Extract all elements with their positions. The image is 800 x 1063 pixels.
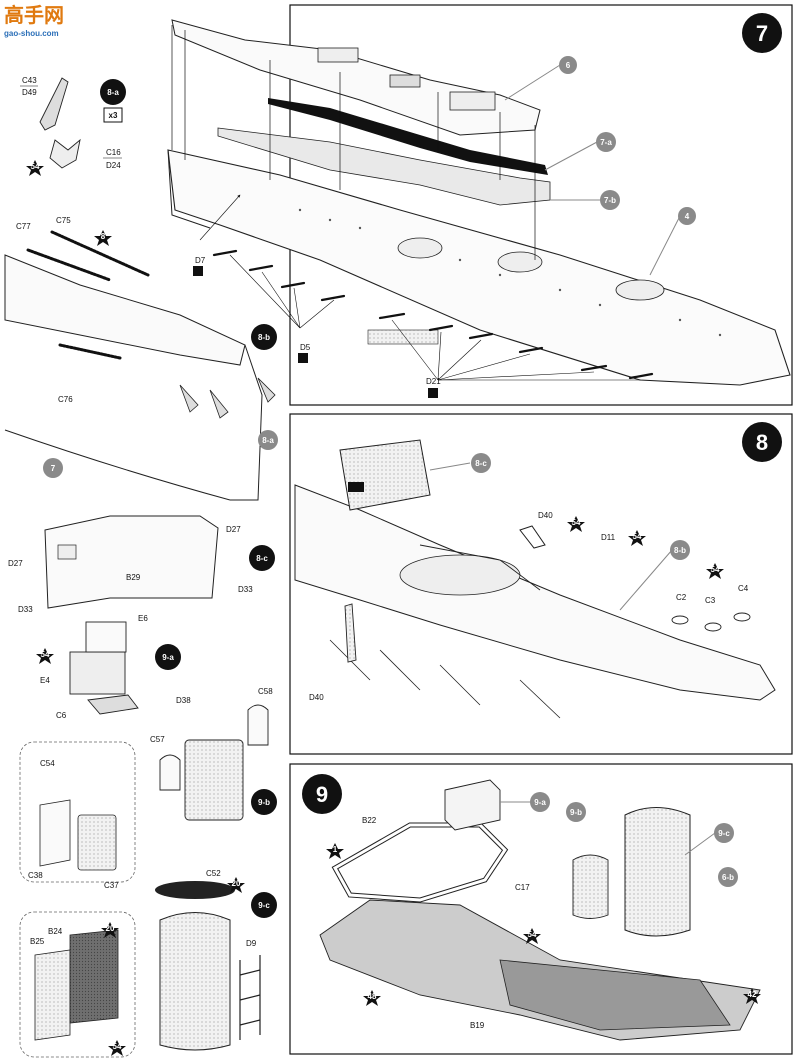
svg-text:54: 54 bbox=[711, 565, 720, 574]
substep-9a-label: 9-a bbox=[162, 653, 174, 662]
part-C43: C43 bbox=[22, 76, 37, 85]
part-D5: D5 bbox=[300, 343, 311, 352]
substep-9b-label: 9-b bbox=[258, 798, 270, 807]
svg-text:54: 54 bbox=[31, 162, 40, 171]
substep-8c: B29 D27 D27 D33 D33 8-c bbox=[8, 515, 275, 614]
svg-text:54: 54 bbox=[633, 532, 642, 541]
svg-text:48: 48 bbox=[368, 992, 377, 1001]
part-C52: C52 bbox=[206, 869, 221, 878]
callout-9b: 9-b bbox=[566, 802, 586, 822]
part-D24: D24 bbox=[106, 161, 121, 170]
callout-7b: 7-b bbox=[550, 190, 620, 210]
svg-text:9-a: 9-a bbox=[534, 798, 546, 807]
substep-9c: C52 20 9-c D9 B24 B25 20 54 bbox=[19, 869, 277, 1058]
callout-9c: 9-c bbox=[684, 823, 734, 856]
svg-text:8-a: 8-a bbox=[262, 436, 274, 445]
callout-8c: 8-c bbox=[429, 453, 491, 473]
callout-4: 4 bbox=[649, 207, 696, 276]
part-D49: D49 bbox=[22, 88, 37, 97]
part-D40-bottom: D40 bbox=[309, 693, 324, 702]
svg-text:6-b: 6-b bbox=[722, 873, 734, 882]
svg-text:4: 4 bbox=[685, 212, 690, 221]
substep-8c-label: 8-c bbox=[256, 554, 268, 563]
svg-text:54: 54 bbox=[41, 650, 50, 659]
watermark-url: gao-shou.com bbox=[4, 29, 59, 38]
part-D7: D7 bbox=[195, 256, 206, 265]
substep-9a: E6 E4 C6 54 9-a bbox=[36, 614, 181, 720]
watermark-title: 高手网 bbox=[4, 3, 64, 27]
svg-text:42: 42 bbox=[748, 990, 757, 999]
part-D33-right: D33 bbox=[238, 585, 253, 594]
callout-7a: 7-a bbox=[544, 132, 616, 171]
part-C17: C17 bbox=[515, 883, 530, 892]
svg-text:8-b: 8-b bbox=[674, 546, 686, 555]
svg-text:6: 6 bbox=[566, 61, 571, 70]
step-9-panel: 9 9-a 9-b 9-c 6-b B22 C17 bbox=[289, 763, 793, 1055]
svg-text:9-b: 9-b bbox=[570, 808, 582, 817]
part-D40-top: D40 bbox=[538, 511, 553, 520]
svg-text:8: 8 bbox=[101, 232, 106, 241]
svg-text:7: 7 bbox=[51, 464, 56, 473]
part-B29: B29 bbox=[126, 573, 141, 582]
svg-text:20: 20 bbox=[232, 879, 241, 888]
part-C37: C37 bbox=[104, 881, 119, 890]
svg-text:1: 1 bbox=[333, 845, 338, 854]
part-D9: D9 bbox=[246, 939, 257, 948]
callout-9a: 9-a bbox=[500, 792, 550, 812]
part-C16: C16 bbox=[106, 148, 121, 157]
watermark-logo: 高手网 gao-shou.com bbox=[4, 3, 64, 38]
part-C58: C58 bbox=[258, 687, 273, 696]
part-E4: E4 bbox=[40, 676, 50, 685]
substep-8a: C43 D49 54 C16 D24 8-a x3 bbox=[20, 76, 126, 176]
part-B25: B25 bbox=[30, 937, 45, 946]
substep-8b-label: 8-b bbox=[258, 333, 270, 342]
step-7-number: 7 bbox=[756, 21, 768, 46]
svg-text:8-c: 8-c bbox=[475, 459, 487, 468]
part-C54: C54 bbox=[40, 759, 55, 768]
part-C6: C6 bbox=[56, 711, 67, 720]
part-C75: C75 bbox=[56, 216, 71, 225]
part-B24: B24 bbox=[48, 927, 63, 936]
svg-text:54: 54 bbox=[528, 930, 537, 939]
substep-8a-label: 8-a bbox=[107, 88, 119, 97]
part-C2: C2 bbox=[676, 593, 687, 602]
part-B19: B19 bbox=[470, 1021, 485, 1030]
step-9-number: 9 bbox=[316, 782, 328, 807]
part-D33-left: D33 bbox=[18, 605, 33, 614]
callout-8b: 8-b bbox=[619, 540, 690, 611]
svg-text:54: 54 bbox=[572, 518, 581, 527]
part-C77: C77 bbox=[16, 222, 31, 231]
callout-6b: 6-b bbox=[718, 867, 738, 887]
part-B22: B22 bbox=[362, 816, 377, 825]
part-D11: D11 bbox=[601, 533, 616, 542]
multiplier-x3: x3 bbox=[109, 111, 118, 120]
part-D38: D38 bbox=[176, 696, 191, 705]
part-D27-left: D27 bbox=[8, 559, 23, 568]
part-D21: D21 bbox=[426, 377, 441, 386]
step-8-panel: 8 8-c 8-b D40 D40 D11 C2 C3 C4 bbox=[289, 413, 793, 755]
substep-8b: C77 C75 C76 8 8-b 8-a 7 bbox=[4, 216, 278, 501]
substep-9c-label: 9-c bbox=[258, 901, 270, 910]
svg-text:20: 20 bbox=[106, 924, 115, 933]
step-7-panel: 7 bbox=[167, 4, 793, 406]
svg-text:9-c: 9-c bbox=[718, 829, 730, 838]
svg-text:7-b: 7-b bbox=[604, 196, 616, 205]
step-8-number: 8 bbox=[756, 430, 768, 455]
part-E6: E6 bbox=[138, 614, 148, 623]
svg-text:7-a: 7-a bbox=[600, 138, 612, 147]
part-C57: C57 bbox=[150, 735, 165, 744]
callout-6: 6 bbox=[504, 56, 577, 101]
part-C4: C4 bbox=[738, 584, 749, 593]
svg-text:54: 54 bbox=[113, 1042, 122, 1051]
part-C76: C76 bbox=[58, 395, 73, 404]
part-C38: C38 bbox=[28, 871, 43, 880]
substep-9b: D38 C58 C57 9-b C54 C38 C37 bbox=[19, 687, 277, 890]
part-C3: C3 bbox=[705, 596, 716, 605]
part-D27-right: D27 bbox=[226, 525, 241, 534]
